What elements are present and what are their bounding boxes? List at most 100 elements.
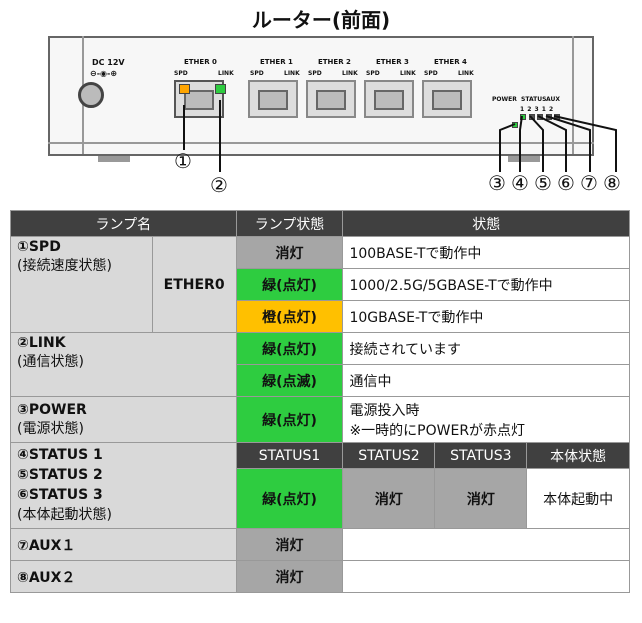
status-subheader: STATUS1 <box>235 442 344 469</box>
port-label: ETHER 1 <box>260 58 293 66</box>
header-lamp-name: ランプ名 <box>10 210 237 237</box>
link-name-cell: ②LINK (通信状態) <box>10 332 237 397</box>
callout-6: ⑥ <box>557 171 575 195</box>
device-state: 本体起動中 <box>526 468 630 529</box>
power-label: POWER <box>492 96 517 103</box>
lamp-desc: 接続されています <box>342 332 630 365</box>
link-label: LINK <box>400 70 416 77</box>
spd-label: SPD <box>366 70 380 77</box>
callout-1: ① <box>174 149 192 173</box>
power-name: ③POWER <box>17 401 87 418</box>
aux1-name: ⑦AUX１ <box>10 528 237 561</box>
lamp-desc: 100BASE-Tで動作中 <box>342 236 630 269</box>
page-title: ルーター(前面) <box>251 8 391 32</box>
link-label: LINK <box>218 70 234 77</box>
status-numbers: 1 2 3 1 2 <box>520 106 554 113</box>
router-front-diagram: DC 12V ⊖-◉-⊕ ETHER 0 SPD LINK ETHER 1 SP… <box>48 36 594 162</box>
status-name-cell: ④STATUS 1 ⑤STATUS 2 ⑥STATUS 3 (本体起動状態) <box>10 442 237 529</box>
status1-name: ④STATUS 1 <box>17 447 103 463</box>
header-lamp-state: ランプ状態 <box>235 210 344 237</box>
empty-cell <box>342 560 630 593</box>
link-label: LINK <box>342 70 358 77</box>
table-row: ③POWER (電源状態) 緑(点灯) 電源投入時 ※一時的にPOWERが赤点灯 <box>10 396 630 443</box>
link-led <box>215 84 226 94</box>
callout-8: ⑧ <box>603 171 621 195</box>
dc-polarity-icon: ⊖-◉-⊕ <box>90 69 118 78</box>
empty-cell <box>342 528 630 561</box>
power-sub: (電源状態) <box>17 420 84 437</box>
lamp-status-table: ランプ名 ランプ状態 状態 ①SPD (接続速度状態) ETHER0 消灯 10… <box>10 210 630 593</box>
status-subheader: STATUS3 <box>434 442 528 469</box>
lamp-state: 橙(点灯) <box>235 300 344 333</box>
ether3-port <box>364 80 414 118</box>
lamp-desc: 10GBASE-Tで動作中 <box>342 300 630 333</box>
spd-label: SPD <box>174 70 188 77</box>
dc-label: DC 12V <box>92 58 125 67</box>
callout-5: ⑤ <box>534 171 552 195</box>
status3-name: ⑥STATUS 3 <box>17 487 103 503</box>
ether4-port <box>422 80 472 118</box>
table-row: 緑(点滅) 通信中 <box>11 364 630 397</box>
spd-name-cell: ①SPD (接続速度状態) <box>10 236 153 333</box>
status-sub: (本体起動状態) <box>17 507 112 523</box>
status2-state: 消灯 <box>342 468 436 529</box>
lamp-desc: 通信中 <box>342 364 630 397</box>
callout-7: ⑦ <box>580 171 598 195</box>
status-label: STATUS <box>521 96 547 103</box>
table-row: 緑(点灯) 消灯 消灯 本体起動中 <box>11 468 630 529</box>
spd-label: SPD <box>250 70 264 77</box>
callout-2: ② <box>210 173 228 197</box>
spd-label: SPD <box>308 70 322 77</box>
link-label: LINK <box>458 70 474 77</box>
status-subheader: 本体状態 <box>526 442 630 469</box>
status1-state: 緑(点灯) <box>235 468 344 529</box>
table-row: ②LINK (通信状態) 緑(点灯) 接続されています <box>10 332 630 397</box>
router-bottom-edge <box>48 142 594 144</box>
callout-4: ④ <box>511 171 529 195</box>
power-desc-2: ※一時的にPOWERが赤点灯 <box>349 422 526 439</box>
ether2-port <box>306 80 356 118</box>
link-name: ②LINK <box>17 335 66 351</box>
power-desc-cell: 電源投入時 ※一時的にPOWERが赤点灯 <box>342 396 630 443</box>
table-row: 緑(点灯) 1000/2.5G/5GBASE-Tで動作中 <box>11 268 630 301</box>
spd-port: ETHER0 <box>151 236 237 333</box>
spd-name: ①SPD <box>17 239 61 255</box>
spd-sub: (接続速度状態) <box>17 258 112 274</box>
callout-lines <box>183 100 617 172</box>
lamp-state: 消灯 <box>235 560 344 593</box>
dc-jack <box>78 82 104 108</box>
port-label: ETHER 2 <box>318 58 351 66</box>
header-status: 状態 <box>342 210 630 237</box>
ether0-port <box>174 80 224 118</box>
table-row: ⑧AUX２ 消灯 <box>10 560 630 593</box>
status1-led <box>520 114 526 120</box>
callout-3: ③ <box>488 171 506 195</box>
lamp-state: 緑(点灯) <box>235 268 344 301</box>
link-label: LINK <box>284 70 300 77</box>
power-desc-1: 電源投入時 <box>349 402 420 419</box>
table-row: ①SPD (接続速度状態) ETHER0 消灯 100BASE-Tで動作中 <box>10 236 630 333</box>
ether1-port <box>248 80 298 118</box>
lamp-state: 消灯 <box>235 236 344 269</box>
lamp-state: 緑(点滅) <box>235 364 344 397</box>
status-subheader: STATUS2 <box>342 442 436 469</box>
lamp-state: 消灯 <box>235 528 344 561</box>
router-foot <box>98 156 130 162</box>
aux-label: AUX <box>546 96 560 103</box>
aux2-name: ⑧AUX２ <box>10 560 237 593</box>
lamp-desc: 1000/2.5G/5GBASE-Tで動作中 <box>342 268 630 301</box>
status2-name: ⑤STATUS 2 <box>17 467 103 483</box>
port-label: ETHER 0 <box>184 58 217 66</box>
power-name-cell: ③POWER (電源状態) <box>10 396 237 443</box>
table-row: ④STATUS 1 ⑤STATUS 2 ⑥STATUS 3 (本体起動状態) S… <box>10 442 630 529</box>
link-sub: (通信状態) <box>17 354 84 370</box>
lamp-state: 緑(点灯) <box>235 396 344 443</box>
router-foot <box>508 156 540 162</box>
table-row: ⑦AUX１ 消灯 <box>10 528 630 561</box>
status3-state: 消灯 <box>434 468 528 529</box>
port-label: ETHER 3 <box>376 58 409 66</box>
spd-led <box>179 84 190 94</box>
port-label: ETHER 4 <box>434 58 467 66</box>
table-header-row: ランプ名 ランプ状態 状態 <box>10 210 630 237</box>
spd-label: SPD <box>424 70 438 77</box>
